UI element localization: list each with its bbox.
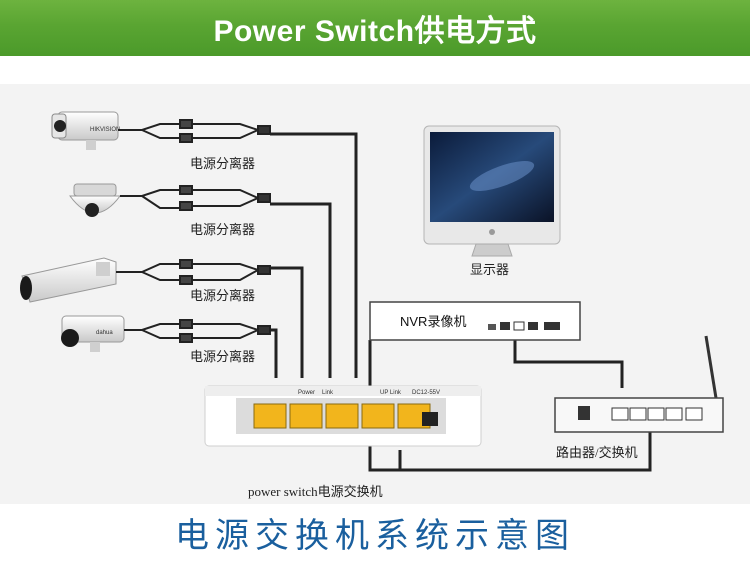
router	[554, 335, 724, 433]
switch-uplink-label: UP Link	[380, 390, 402, 396]
cable-router-switch	[400, 428, 652, 472]
power-splitter-2	[120, 185, 271, 211]
dc-jack-icon	[422, 412, 438, 426]
power-splitter-3	[116, 259, 271, 285]
cable-camera-3	[270, 266, 304, 378]
nvr-recorder	[369, 301, 581, 341]
diagram-caption: 电源交换机系统示意图	[175, 518, 575, 555]
apple-logo-icon	[489, 229, 495, 235]
dome-camera-2	[69, 183, 121, 217]
page-title: Power Switch供电方式	[213, 15, 537, 48]
bullet-camera-3	[20, 257, 117, 303]
bullet-camera-1: HIKVISION	[51, 111, 120, 150]
monitor-label: 显示器	[470, 262, 509, 277]
router-label: 路由器/交换机	[556, 445, 638, 460]
switch-label: power switch电源交换机	[248, 484, 383, 499]
splitter-label-4: 电源分离器	[190, 349, 255, 364]
switch-ports	[253, 403, 431, 429]
power-switch	[204, 385, 482, 447]
cable-camera-4	[270, 328, 278, 378]
cable-camera-1	[270, 132, 358, 378]
monitor	[423, 125, 561, 257]
splitter-label-3: 电源分离器	[190, 288, 255, 303]
switch-power-header: Power	[298, 390, 315, 396]
header-banner: Power Switch供电方式	[0, 0, 750, 56]
splitter-label-2: 电源分离器	[190, 222, 255, 237]
splitter-label-1: 电源分离器	[190, 156, 255, 171]
cable-camera-2	[270, 202, 332, 378]
camera-brand-label: HIKVISION	[90, 127, 120, 133]
cable-nvr-router	[513, 340, 624, 388]
power-splitter-1	[118, 119, 271, 143]
switch-link-header: Link	[322, 390, 334, 396]
nvr-label: NVR录像机	[400, 314, 466, 329]
bullet-camera-4: dahua	[61, 315, 125, 352]
camera-brand-label: dahua	[96, 330, 113, 336]
switch-dc-label: DC12-55V	[412, 390, 440, 396]
power-jack-icon	[578, 406, 590, 420]
power-splitter-4	[124, 319, 271, 343]
